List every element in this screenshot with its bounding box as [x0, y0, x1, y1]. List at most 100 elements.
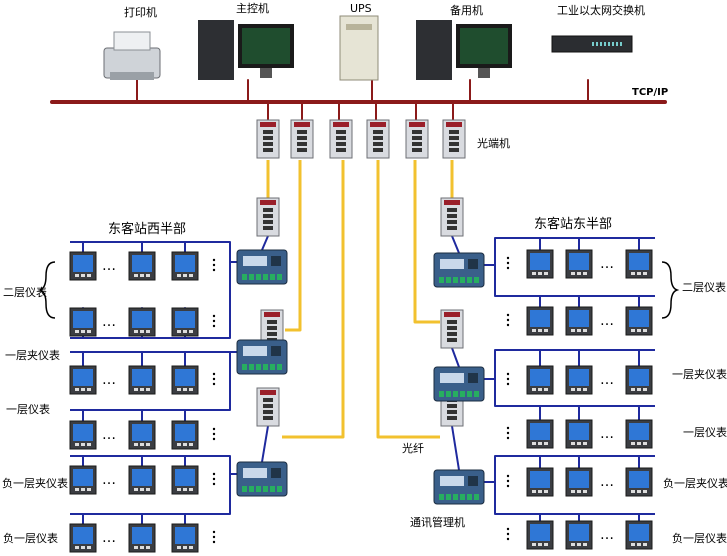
comm-manager-east-3 [433, 469, 485, 505]
west-ellipsis-1: … [102, 314, 116, 330]
west-meter-4-2 [171, 465, 199, 495]
optical-terminal-top-4 [366, 119, 390, 159]
optical-terminal-west-3 [256, 387, 280, 427]
optical-terminal-top-6 [442, 119, 466, 159]
east-brace [661, 261, 680, 319]
west-rs485-5 [70, 473, 237, 515]
east-row-label-1f: 一层仪表 [683, 426, 727, 439]
east-meter-5-1 [565, 520, 593, 550]
west-meter-5-1 [128, 523, 156, 553]
east-meter-4-2 [625, 467, 653, 497]
west-meter-3-2 [171, 420, 199, 450]
comm-manager-west-1 [236, 249, 288, 285]
west-meter-2-1 [128, 365, 156, 395]
east-vdots-2 [506, 372, 510, 386]
west-link-3 [261, 425, 269, 463]
east-meter-5-2 [625, 520, 653, 550]
west-rs485-3 [70, 351, 237, 411]
optical-terminal-top-5 [405, 119, 429, 159]
east-meter-0-1 [565, 249, 593, 279]
west-ellipsis-0: … [102, 258, 116, 274]
west-row-label-2f: 二层仪表 [3, 286, 47, 299]
east-vdots-0 [506, 256, 510, 270]
comm-manager-east-2 [433, 366, 485, 402]
west-ellipsis-4: … [102, 472, 116, 488]
west-meter-0-1 [128, 251, 156, 281]
east-meter-3-1 [565, 419, 593, 449]
west-vdots-0 [212, 258, 216, 272]
west-meter-1-1 [128, 307, 156, 337]
optical-terminal-top-3 [329, 119, 353, 159]
tcp-ip-label: TCP/IP [632, 87, 669, 98]
east-meter-0-0 [526, 249, 554, 279]
main-control-pc [198, 20, 294, 80]
west-section-title: 东客站西半部 [108, 222, 187, 237]
east-meter-1-1 [565, 306, 593, 336]
east-meter-4-1 [565, 467, 593, 497]
east-ellipsis-4: … [600, 474, 614, 490]
east-vdots-1 [506, 313, 510, 327]
west-link-1 [261, 235, 269, 251]
east-link-2 [451, 347, 460, 368]
east-row-label-1fm: 一层夹仪表 [672, 368, 727, 381]
east-meter-3-2 [625, 419, 653, 449]
east-meter-5-0 [526, 520, 554, 550]
east-ellipsis-3: … [600, 426, 614, 442]
west-ellipsis-2: … [102, 372, 116, 388]
west-meter-3-1 [128, 420, 156, 450]
west-row-label-1fm: 一层夹仪表 [5, 349, 60, 362]
west-vdots-3 [212, 427, 216, 441]
optical-terminal-east-2 [440, 309, 464, 349]
backup-pc [416, 20, 512, 80]
east-link-1 [451, 235, 460, 254]
east-ellipsis-2: … [600, 372, 614, 388]
east-meter-2-2 [625, 365, 653, 395]
east-rs485-5 [484, 481, 655, 515]
comm-manager-label: 通讯管理机 [410, 516, 465, 529]
fiber-line-5 [413, 160, 440, 324]
west-vdots-1 [212, 314, 216, 328]
west-meter-0-2 [171, 251, 199, 281]
west-meter-5-2 [171, 523, 199, 553]
west-meter-1-0 [69, 307, 97, 337]
west-brace [37, 261, 56, 319]
east-ellipsis-0: … [600, 256, 614, 272]
east-ellipsis-1: … [600, 313, 614, 329]
west-ellipsis-3: … [102, 427, 116, 443]
west-vdots-5 [212, 530, 216, 544]
ethernet-switch [551, 35, 633, 53]
optical-terminal-west-1 [256, 197, 280, 237]
wires-layer [50, 79, 667, 525]
west-rs485-1 [70, 261, 237, 339]
west-vdots-2 [212, 372, 216, 386]
switch-label: 工业以太网交换机 [557, 4, 645, 17]
west-meter-4-1 [128, 465, 156, 495]
printer-device [103, 31, 161, 80]
fiber-label: 光纤 [402, 442, 424, 455]
west-row-label-b1m: 负一层夹仪表 [2, 477, 68, 490]
east-vdots-4 [506, 474, 510, 488]
backup-pc-label: 备用机 [450, 4, 483, 17]
west-ellipsis-5: … [102, 530, 116, 546]
east-link-3 [451, 425, 460, 471]
west-meter-5-0 [69, 523, 97, 553]
fiber-line-2 [285, 160, 302, 332]
east-row-label-b1: 负一层仪表 [672, 532, 727, 545]
west-meter-4-0 [69, 465, 97, 495]
ups-label: UPS [350, 2, 372, 15]
optical-terminal-top-1 [256, 119, 280, 159]
east-section-title: 东客站东半部 [534, 217, 613, 232]
ups-device [339, 15, 379, 81]
east-meter-2-1 [565, 365, 593, 395]
comm-manager-west-2 [236, 339, 288, 375]
west-meter-3-0 [69, 420, 97, 450]
optical-terminal-label: 光端机 [477, 137, 510, 150]
west-meter-2-0 [69, 365, 97, 395]
east-vdots-3 [506, 426, 510, 440]
fiber-line-4 [376, 160, 440, 439]
west-row-label-b1: 负一层仪表 [3, 532, 58, 545]
west-meter-1-2 [171, 307, 199, 337]
east-meter-4-0 [526, 467, 554, 497]
east-ellipsis-5: … [600, 527, 614, 543]
